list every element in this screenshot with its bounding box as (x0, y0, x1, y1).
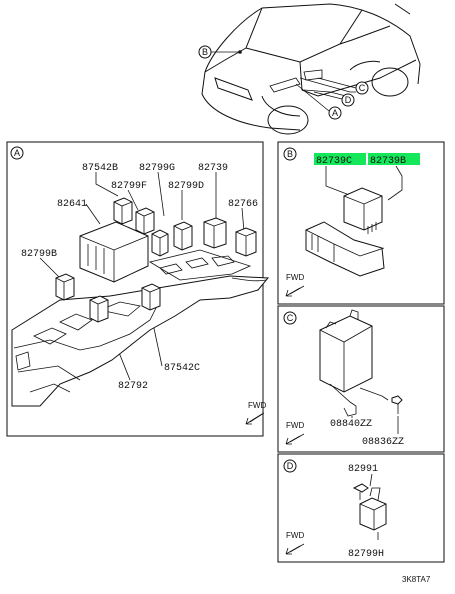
label-82739: 82739 (198, 163, 228, 174)
panel-b-fwd-arrow: FWD (285, 273, 304, 297)
bolt-82991[interactable] (352, 483, 369, 500)
label-82799g: 82799G (139, 163, 175, 174)
panel-a: A 87542B 82799G 82739 82799F 82799D 8264… (6, 141, 270, 437)
callout-a-letter: A (332, 108, 338, 118)
relay-82799f[interactable] (135, 207, 155, 235)
panel-b-frame (277, 141, 445, 305)
label-87542b: 87542B (82, 163, 118, 174)
callout-b-letter: B (202, 47, 208, 57)
label-82799h: 82799H (348, 549, 384, 560)
relay-82799g[interactable] (151, 229, 169, 257)
callout-c-letter: C (359, 83, 366, 93)
callout-a-circle (328, 106, 342, 120)
panel-a-frame (6, 141, 264, 437)
vehicle-callout-a[interactable]: A (295, 83, 342, 120)
panel-a-letter: A (14, 148, 20, 158)
relay-82739b-82739c[interactable] (343, 187, 383, 234)
vehicle-callout-c[interactable]: C (317, 77, 369, 95)
label-82792: 82792 (118, 381, 148, 392)
label-82799d: 82799D (168, 181, 204, 192)
relay-82739[interactable] (203, 217, 227, 249)
panel-c: C 08840ZZ 08836ZZ FWD (277, 305, 445, 453)
label-08840zz: 08840ZZ (330, 419, 372, 430)
part-82641-block[interactable] (79, 221, 149, 283)
diagram-code: 3K8TA7 (402, 575, 431, 584)
panel-d-fwd-arrow: FWD (285, 531, 304, 555)
label-82641: 82641 (57, 199, 87, 210)
screw-08836zz[interactable] (391, 395, 403, 414)
vehicle-callout-b[interactable]: B (198, 45, 242, 59)
panel-b-fwd-label: FWD (286, 273, 304, 282)
panel-b-bracket (305, 221, 385, 277)
panel-d: D 82991 82799H FWD (277, 453, 445, 563)
highlight-82739b (368, 153, 420, 165)
relay-box-base (11, 249, 270, 407)
panel-d-fwd-label: FWD (286, 531, 304, 540)
callout-d-letter: D (345, 95, 352, 105)
label-82799f: 82799F (111, 181, 147, 192)
panel-b: B 82739C 82739B FWD (277, 141, 445, 305)
relay-82792[interactable] (89, 295, 109, 323)
panel-d-letter: D (287, 461, 294, 471)
panel-c-letter: C (287, 313, 294, 323)
panel-a-fwd-label: FWD (248, 401, 266, 410)
label-82766: 82766 (228, 199, 258, 210)
panel-c-fwd-label: FWD (286, 421, 304, 430)
panel-c-circle (283, 311, 297, 325)
vehicle-overview: B A D C (198, 3, 421, 135)
label-82739c: 82739C (316, 156, 352, 167)
panel-b-circle (283, 147, 297, 161)
label-08836zz: 08836ZZ (362, 437, 404, 448)
label-82799b: 82799B (21, 249, 57, 260)
label-82739b: 82739B (370, 156, 406, 167)
relay-82766[interactable] (235, 227, 257, 257)
relay-82799b[interactable] (55, 273, 75, 301)
relay-82799d[interactable] (173, 221, 193, 251)
label-87542c: 87542C (164, 363, 200, 374)
relay-87542b[interactable] (113, 197, 133, 225)
relay-87542c[interactable] (141, 283, 161, 311)
vehicle-callout-d[interactable]: D (313, 91, 355, 107)
panel-a-fwd-arrow: FWD (245, 401, 266, 425)
panel-d-circle (283, 459, 297, 473)
callout-d-circle (341, 93, 355, 107)
vehicle-outline (201, 3, 421, 135)
relay-82799h[interactable] (359, 487, 387, 540)
panel-c-module[interactable] (319, 309, 389, 417)
panel-c-fwd-arrow: FWD (285, 421, 304, 445)
label-82991: 82991 (348, 464, 378, 475)
panel-b-letter: B (287, 149, 293, 159)
highlight-82739c (314, 153, 366, 165)
panel-c-frame (277, 305, 445, 453)
panel-d-frame (277, 453, 445, 563)
panel-a-circle (10, 146, 24, 160)
